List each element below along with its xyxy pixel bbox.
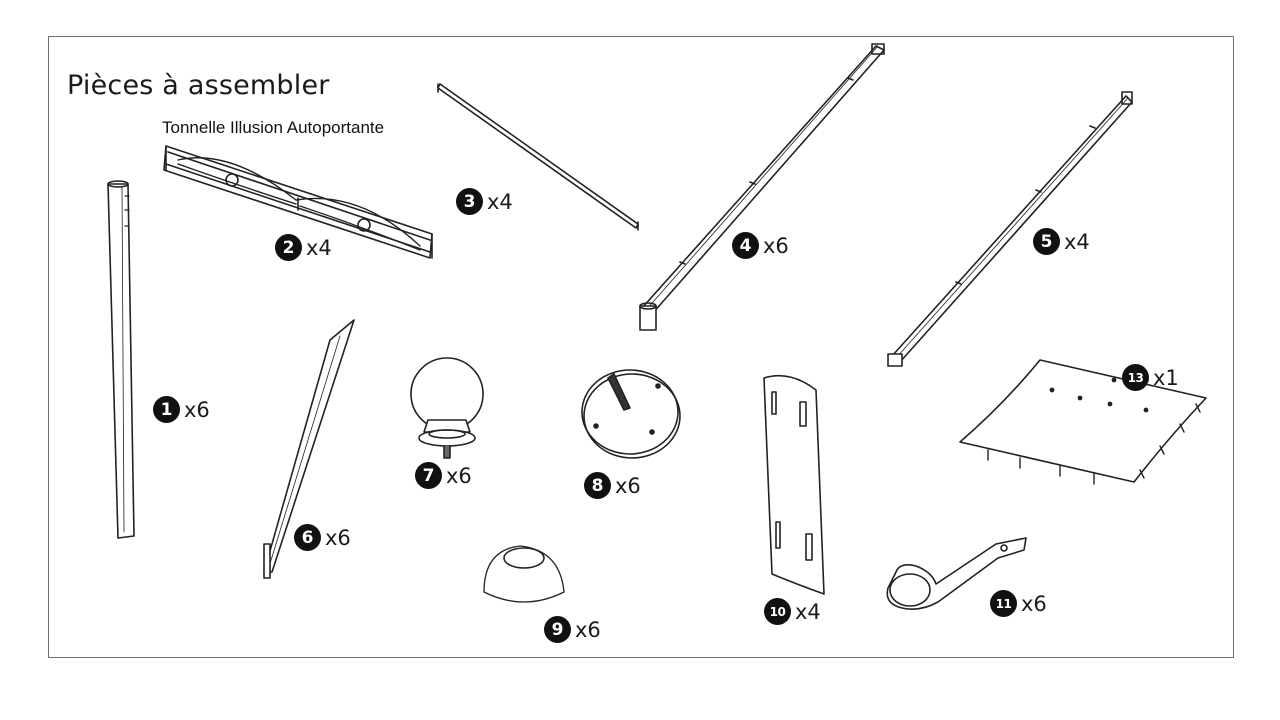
part-number-badge: 13 <box>1122 364 1149 391</box>
part-label-6: 6 x6 <box>294 524 351 551</box>
part-8-base-plate <box>581 369 681 459</box>
part-number-badge: 10 <box>764 598 791 625</box>
part-number-badge: 11 <box>990 590 1017 617</box>
part-quantity: x6 <box>184 397 210 422</box>
part-2-decorative-beam <box>163 145 433 259</box>
part-6-brace <box>263 319 355 579</box>
part-7-ball-finial <box>410 357 484 459</box>
page-subtitle: Tonnelle Illusion Autoportante <box>162 118 385 137</box>
part-quantity: x6 <box>763 233 789 258</box>
part-number-badge: 7 <box>415 462 442 489</box>
part-quantity: x1 <box>1153 365 1179 390</box>
part-number-badge: 4 <box>732 232 759 259</box>
part-3-rail <box>437 83 639 231</box>
part-11-strap-hook <box>886 537 1027 610</box>
part-number-badge: 2 <box>275 234 302 261</box>
part-number-badge: 6 <box>294 524 321 551</box>
part-number-badge: 5 <box>1033 228 1060 255</box>
part-label-13: 13 x1 <box>1122 364 1179 391</box>
part-number-badge: 1 <box>153 396 180 423</box>
part-1-pole <box>107 180 135 539</box>
part-label-2: 2 x4 <box>275 234 332 261</box>
part-10-bracket-plate <box>763 374 825 595</box>
part-quantity: x6 <box>615 473 641 498</box>
part-label-1: 1 x6 <box>153 396 210 423</box>
part-quantity: x4 <box>487 189 513 214</box>
part-quantity: x4 <box>306 235 332 260</box>
part-4-rafter <box>639 43 885 331</box>
part-quantity: x6 <box>575 617 601 642</box>
part-quantity: x6 <box>1021 591 1047 616</box>
part-label-7: 7 x6 <box>415 462 472 489</box>
part-label-8: 8 x6 <box>584 472 641 499</box>
part-quantity: x4 <box>1064 229 1090 254</box>
part-5-rafter <box>887 91 1133 367</box>
part-number-badge: 3 <box>456 188 483 215</box>
part-number-badge: 9 <box>544 616 571 643</box>
part-9-dome-cover <box>483 545 565 603</box>
part-label-4: 4 x6 <box>732 232 789 259</box>
part-label-3: 3 x4 <box>456 188 513 215</box>
diagram-frame <box>48 36 1234 658</box>
part-quantity: x6 <box>325 525 351 550</box>
part-quantity: x6 <box>446 463 472 488</box>
part-label-10: 10 x4 <box>764 598 821 625</box>
part-label-9: 9 x6 <box>544 616 601 643</box>
part-13-canopy <box>959 359 1207 485</box>
part-number-badge: 8 <box>584 472 611 499</box>
part-label-5: 5 x4 <box>1033 228 1090 255</box>
page-title: Pièces à assembler <box>67 70 330 101</box>
part-label-11: 11 x6 <box>990 590 1047 617</box>
part-quantity: x4 <box>795 599 821 624</box>
